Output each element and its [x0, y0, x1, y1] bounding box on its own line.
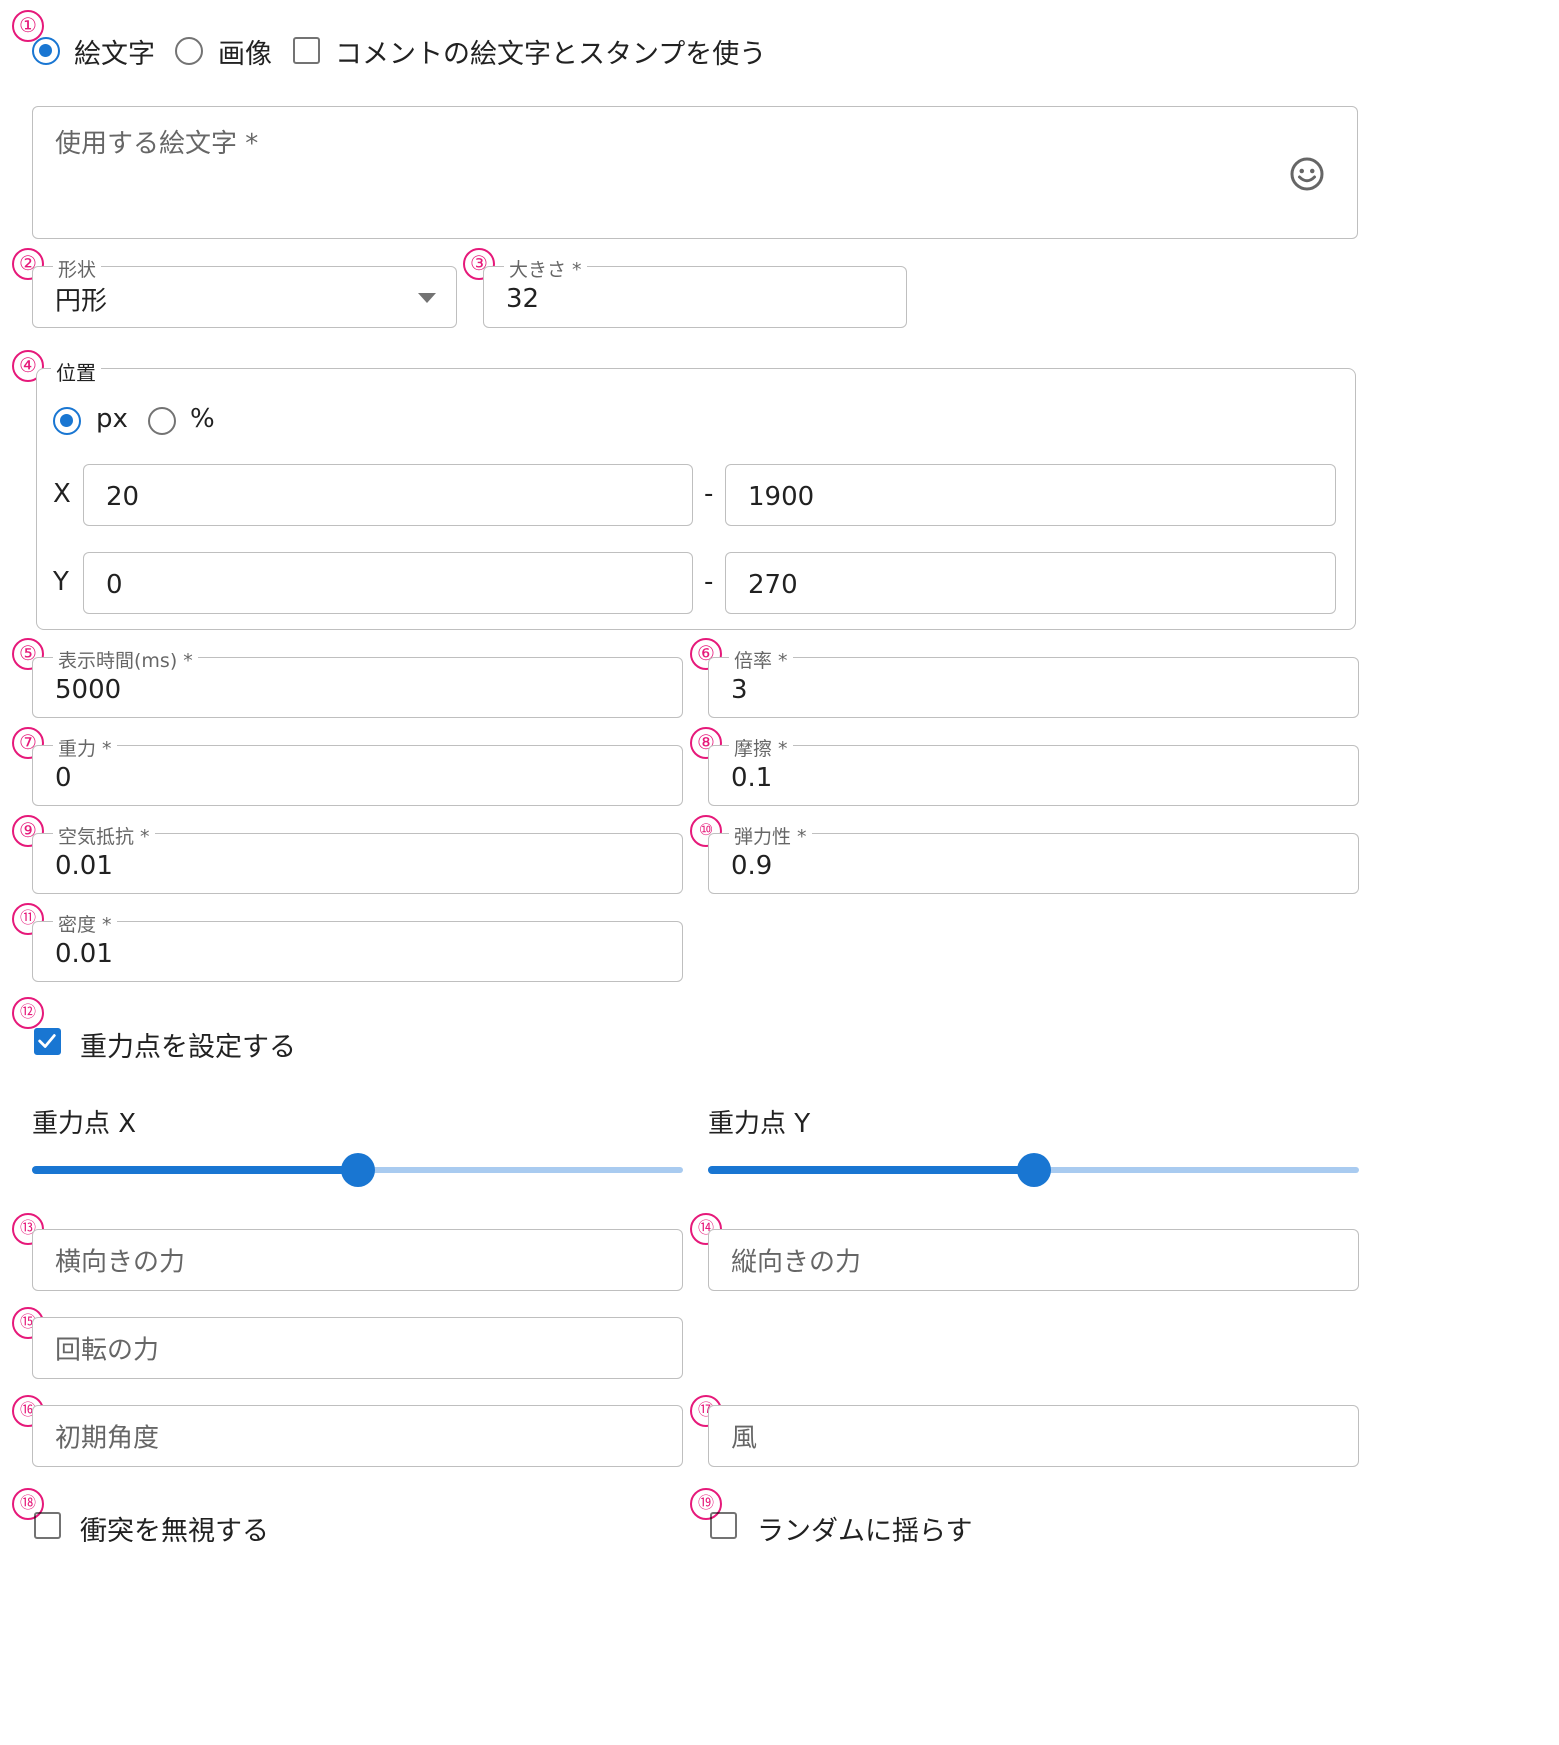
- checkbox-use-comment-emoji-label: コメントの絵文字とスタンプを使う: [335, 39, 767, 70]
- radio-unit-percent[interactable]: [148, 407, 176, 435]
- checkbox-use-comment-emoji[interactable]: [293, 37, 320, 64]
- emoji-input[interactable]: 使用する絵文字 *: [32, 106, 1358, 239]
- position-y-separator: -: [704, 567, 714, 597]
- size-input[interactable]: 大きさ * 32: [483, 255, 907, 328]
- radio-unit-percent-label: %: [190, 404, 215, 434]
- scale-input-label: 倍率 *: [729, 646, 793, 673]
- position-y-max-input[interactable]: 270: [725, 552, 1336, 614]
- radio-emoji[interactable]: [32, 37, 60, 65]
- gravity-input-label: 重力 *: [53, 734, 117, 761]
- position-y-min-input[interactable]: 0: [83, 552, 693, 614]
- position-y-max-value: 270: [748, 569, 798, 600]
- restitution-input[interactable]: 弾力性 * 0.9: [708, 822, 1359, 894]
- density-input[interactable]: 密度 * 0.01: [32, 910, 683, 982]
- checkmark-icon: [38, 1034, 56, 1048]
- wind-input[interactable]: 風: [708, 1405, 1359, 1467]
- emoji-input-label: 使用する絵文字 *: [55, 129, 259, 159]
- rotation-force-input[interactable]: 回転の力: [32, 1317, 683, 1379]
- gravity-point-y-track: [708, 1166, 1034, 1174]
- gravity-point-x-thumb[interactable]: [341, 1153, 375, 1187]
- restitution-input-value: 0.9: [731, 850, 773, 881]
- gravity-input-value: 0: [55, 762, 72, 793]
- checkbox-random-sway-label: ランダムに揺らす: [757, 1516, 973, 1547]
- checkbox-random-sway[interactable]: [710, 1512, 737, 1539]
- marker-5: ⑤: [12, 638, 44, 670]
- position-legend: 位置: [51, 357, 101, 386]
- gravity-point-x-label: 重力点 X: [32, 1109, 137, 1139]
- gravity-point-y-slider[interactable]: [708, 1150, 1359, 1190]
- friction-input[interactable]: 摩擦 * 0.1: [708, 734, 1359, 806]
- vertical-force-placeholder: 縦向きの力: [731, 1247, 862, 1278]
- scale-input[interactable]: 倍率 * 3: [708, 646, 1359, 718]
- friction-input-value: 0.1: [731, 762, 773, 793]
- restitution-input-label: 弾力性 *: [729, 822, 812, 849]
- initial-angle-placeholder: 初期角度: [55, 1423, 160, 1454]
- shape-select[interactable]: 形状 円形: [32, 255, 457, 328]
- horizontal-force-placeholder: 横向きの力: [55, 1247, 186, 1278]
- dropdown-arrow-icon: [418, 293, 436, 303]
- friction-input-label: 摩擦 *: [729, 734, 793, 761]
- density-input-value: 0.01: [55, 938, 113, 969]
- marker-12: ⑫: [12, 997, 44, 1029]
- air-resistance-input[interactable]: 空気抵抗 * 0.01: [32, 822, 683, 894]
- position-x-max-value: 1900: [748, 481, 815, 512]
- duration-input[interactable]: 表示時間(ms) * 5000: [32, 646, 683, 718]
- air-resistance-input-value: 0.01: [55, 850, 113, 881]
- checkbox-gravity-point[interactable]: [34, 1028, 61, 1055]
- size-input-label: 大きさ *: [504, 255, 587, 282]
- gravity-point-x-slider[interactable]: [32, 1150, 683, 1190]
- position-x-label: X: [53, 479, 71, 509]
- radio-unit-px[interactable]: [53, 407, 81, 435]
- gravity-input[interactable]: 重力 * 0: [32, 734, 683, 806]
- size-input-value: 32: [506, 283, 540, 314]
- wind-placeholder: 風: [731, 1423, 758, 1454]
- horizontal-force-input[interactable]: 横向きの力: [32, 1229, 683, 1291]
- radio-image-label: 画像: [218, 39, 272, 70]
- gravity-point-y-label: 重力点 Y: [708, 1109, 811, 1139]
- position-y-min-value: 0: [106, 569, 123, 600]
- checkbox-gravity-point-label: 重力点を設定する: [80, 1032, 296, 1063]
- marker-19: ⑲: [690, 1488, 722, 1520]
- scale-input-value: 3: [731, 674, 748, 705]
- gravity-point-x-track: [32, 1166, 358, 1174]
- radio-emoji-label: 絵文字: [74, 39, 155, 70]
- duration-input-value: 5000: [55, 674, 122, 705]
- position-x-min-value: 20: [106, 481, 140, 512]
- marker-18: ⑱: [12, 1488, 44, 1520]
- marker-2: ②: [12, 248, 44, 280]
- checkbox-ignore-collision[interactable]: [34, 1512, 61, 1539]
- position-y-label: Y: [53, 567, 69, 597]
- air-resistance-input-label: 空気抵抗 *: [53, 822, 155, 849]
- rotation-force-placeholder: 回転の力: [55, 1335, 160, 1366]
- radio-unit-px-label: px: [96, 404, 128, 434]
- marker-11: ⑪: [12, 903, 44, 935]
- position-x-min-input[interactable]: 20: [83, 464, 693, 526]
- shape-select-label: 形状: [53, 255, 102, 282]
- radio-image[interactable]: [175, 37, 203, 65]
- shape-select-value: 円形: [55, 286, 108, 317]
- position-x-separator: -: [704, 479, 714, 509]
- smiley-icon[interactable]: [1289, 156, 1325, 192]
- duration-input-label: 表示時間(ms) *: [53, 646, 198, 673]
- density-input-label: 密度 *: [53, 910, 117, 937]
- gravity-point-y-thumb[interactable]: [1017, 1153, 1051, 1187]
- initial-angle-input[interactable]: 初期角度: [32, 1405, 683, 1467]
- vertical-force-input[interactable]: 縦向きの力: [708, 1229, 1359, 1291]
- checkbox-ignore-collision-label: 衝突を無視する: [80, 1516, 269, 1547]
- marker-1: ①: [12, 10, 44, 42]
- position-x-max-input[interactable]: 1900: [725, 464, 1336, 526]
